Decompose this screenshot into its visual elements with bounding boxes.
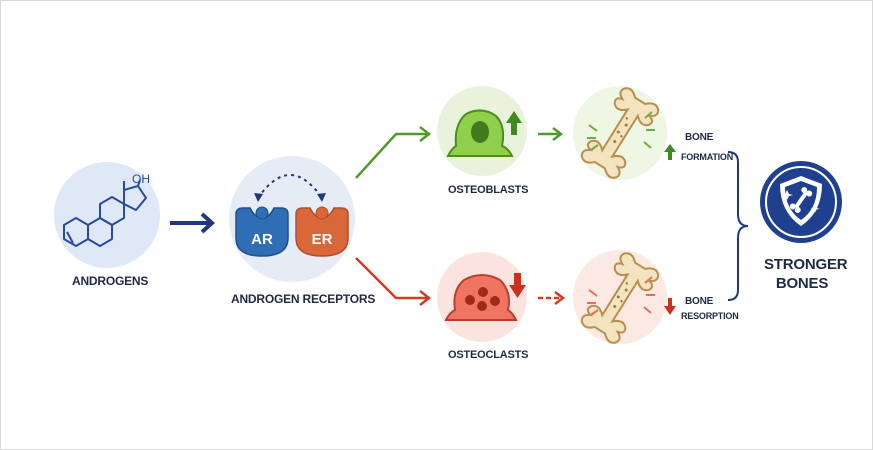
increase-arrow-icon (506, 111, 522, 135)
androgens-label: ANDROGENS (72, 274, 149, 288)
arrow-to-osteoclasts (355, 257, 428, 300)
er-receptor-icon (295, 206, 349, 257)
bone-resorption-line2: RESORPTION (681, 311, 739, 321)
bone-resorption-line1: BONE (685, 296, 714, 307)
bone-icon (580, 87, 660, 179)
decrease-arrow-icon (509, 273, 526, 298)
osteoblast-cell-icon (446, 109, 514, 157)
bone-icon-bottom (580, 252, 660, 344)
ar-label: AR (251, 231, 273, 248)
formation-sparkles (587, 111, 655, 151)
ar-receptor-icon (235, 206, 289, 257)
osteoclast-cell-icon (444, 274, 518, 321)
formation-up-arrow-icon (664, 144, 676, 160)
oh-label: OH (132, 172, 150, 186)
bone-formation-line2: FORMATION (681, 152, 734, 162)
osteoclasts-label: OSTEOCLASTS (448, 349, 529, 361)
outcome-line1: STRONGER (764, 256, 848, 273)
shield-bone-icon (760, 161, 842, 243)
arrow-to-osteoblasts (355, 132, 428, 179)
receptor-exchange-arc (257, 174, 323, 199)
bone-formation-line1: BONE (685, 132, 714, 143)
steroid-molecule-icon (63, 179, 147, 247)
receptors-label: ANDROGEN RECEPTORS (231, 292, 376, 306)
combining-brace (727, 151, 749, 301)
androgens-circle (54, 162, 160, 268)
outcome-line2: BONES (775, 275, 829, 292)
resorption-sparkles (587, 276, 655, 316)
resorption-down-arrow-icon (664, 298, 676, 315)
osteoblasts-label: OSTEOBLASTS (448, 184, 529, 196)
er-label: ER (312, 231, 333, 248)
